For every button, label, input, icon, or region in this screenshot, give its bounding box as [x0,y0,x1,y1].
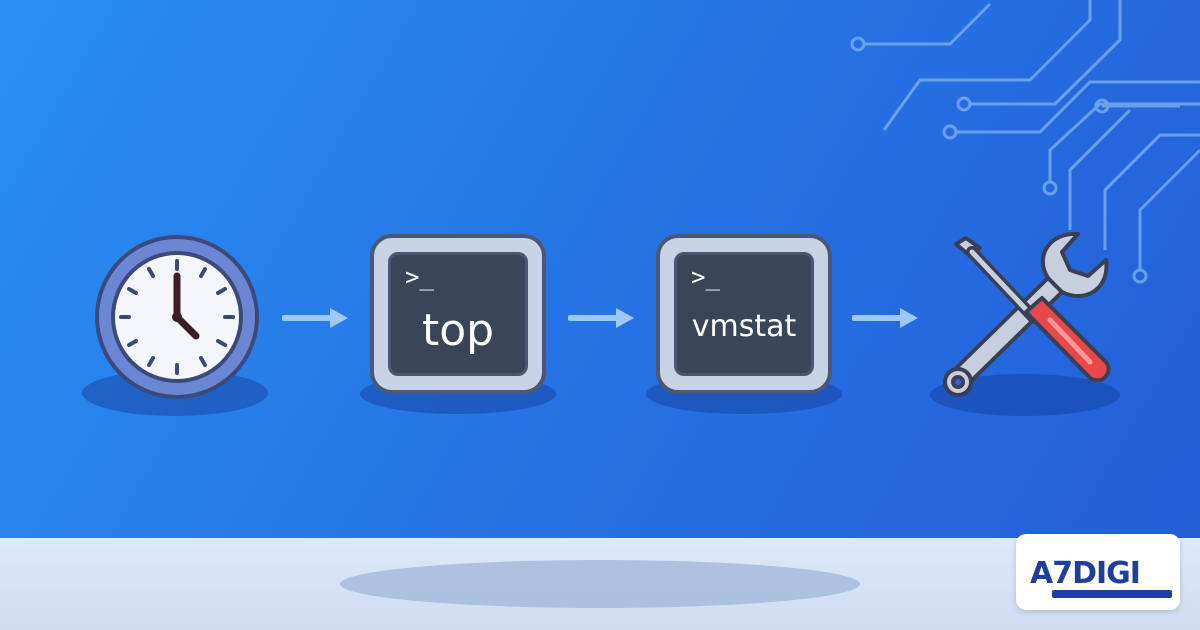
terminal-icon: >_ vmstat [656,234,832,394]
terminal-icon: >_ top [370,234,546,394]
terminal-screen: >_ top [388,252,528,376]
command-top-label: top [421,305,495,356]
command-vmstat-label: vmstat [691,309,797,344]
terminal-prompt: >_ [691,263,720,291]
arrow-right-icon [568,308,634,328]
floor-shadow [340,560,860,608]
brand-logo: A7DIGI [1030,556,1141,591]
tools-icon [943,231,1111,397]
clock-icon [95,235,259,399]
arrow-right-icon [852,308,918,328]
circuit-decoration [850,0,1200,284]
brand-logo-badge: A7DIGI [1016,534,1180,610]
terminal-prompt: >_ [405,263,434,291]
terminal-screen: >_ vmstat [674,252,814,376]
brand-tagline-bar [1052,590,1172,598]
arrow-right-icon [282,308,348,328]
